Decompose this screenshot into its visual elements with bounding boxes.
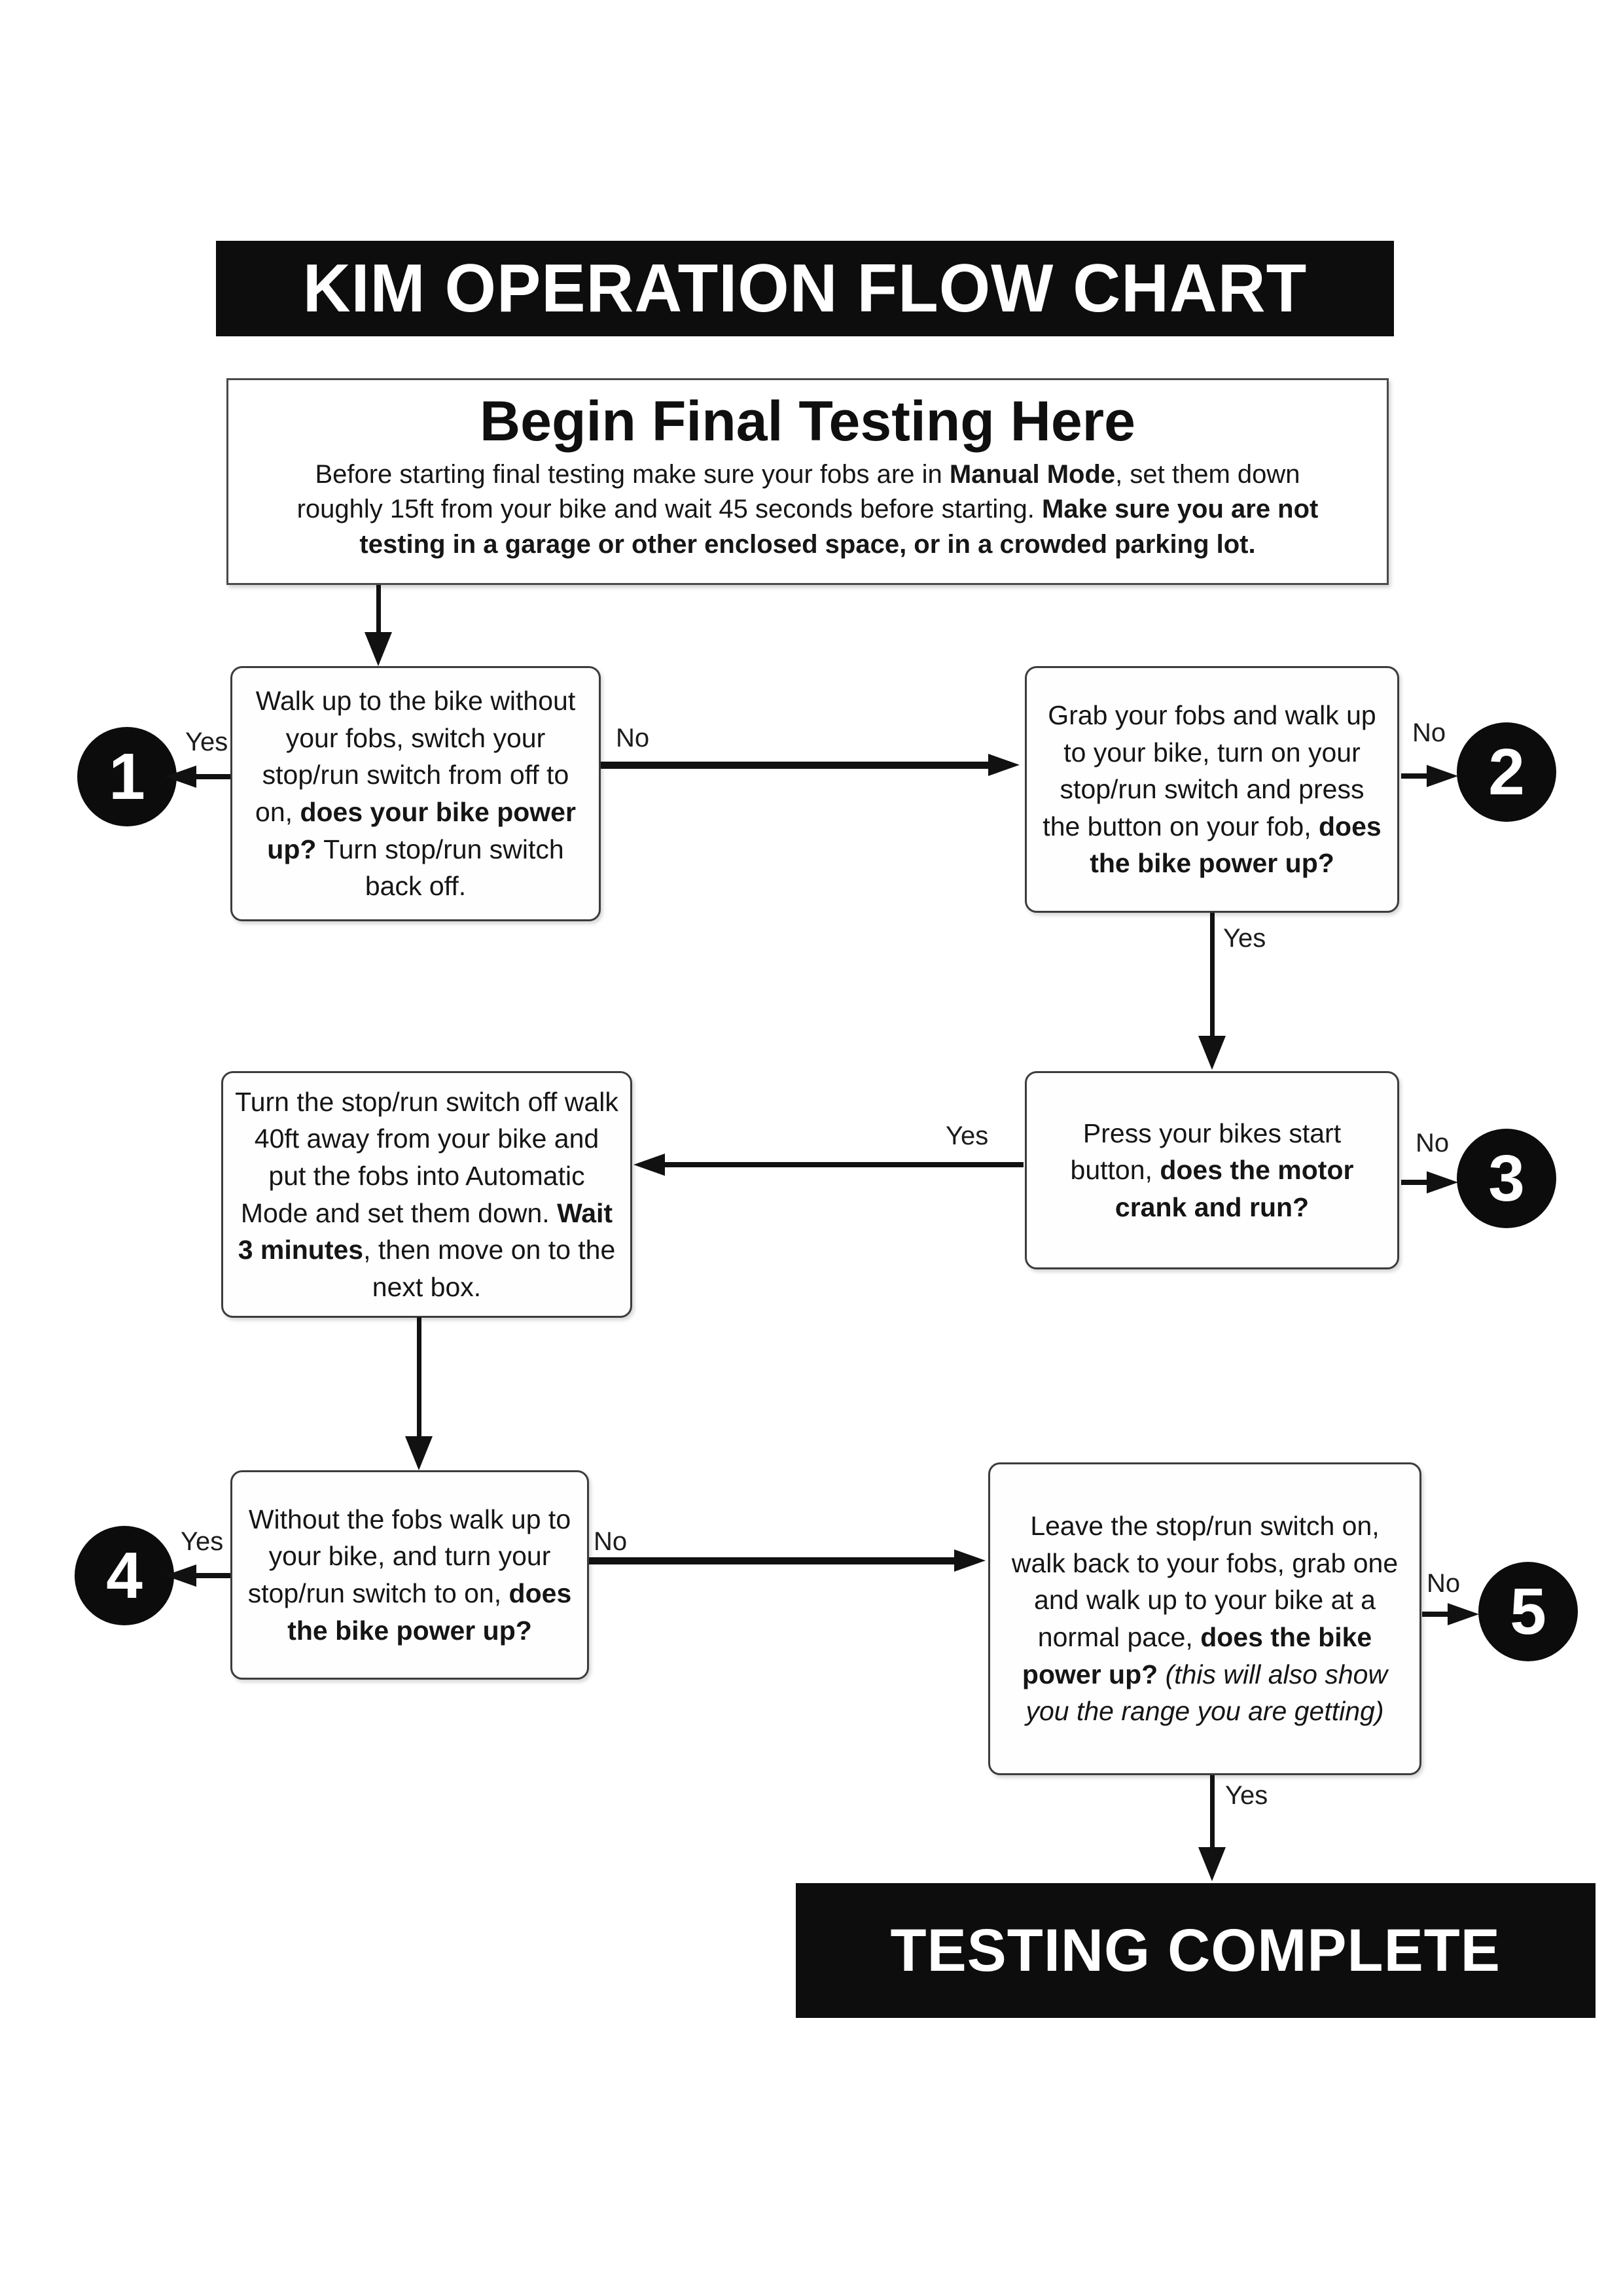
label-yes-2: Yes bbox=[1223, 924, 1266, 953]
node-press-start: Press your bikes start button, does the … bbox=[1025, 1071, 1399, 1269]
text-segment bbox=[1158, 1659, 1165, 1689]
text-segment-bold: does the bike power up? bbox=[287, 1578, 572, 1646]
arrow-withoutfobs-to-leave-shaft bbox=[589, 1557, 957, 1564]
start-node-heading: Begin Final Testing Here bbox=[480, 390, 1135, 453]
arrow-grab-to-2-head bbox=[1427, 765, 1458, 787]
arrow-walk-to-1-shaft bbox=[194, 774, 230, 779]
node-walk-without-fobs: Walk up to the bike without your fobs, s… bbox=[230, 666, 601, 921]
node-text: Grab your fobs and walk up to your bike,… bbox=[1039, 697, 1385, 882]
text-segment: , then move on to the next box. bbox=[363, 1235, 616, 1302]
label-no-1: No bbox=[616, 724, 650, 752]
node-leave-switch-on: Leave the stop/run switch on, walk back … bbox=[988, 1462, 1421, 1775]
text-segment-italic: (this will also show you the range you a… bbox=[1026, 1659, 1388, 1727]
arrow-walk-to-grab-shaft bbox=[601, 762, 991, 769]
arrow-turnoff-to-withoutfobs-shaft bbox=[417, 1317, 421, 1436]
label-no-2: No bbox=[1412, 718, 1446, 747]
start-node-text: Before starting final testing make sure … bbox=[277, 457, 1338, 562]
arrow-press-to-3-head bbox=[1427, 1171, 1458, 1193]
node-text: Press your bikes start button, does the … bbox=[1039, 1115, 1385, 1226]
text-segment-bold: Wait 3 minutes bbox=[238, 1197, 613, 1265]
endpoint-number: 5 bbox=[1510, 1574, 1546, 1648]
arrow-walk-to-1-head bbox=[165, 766, 196, 788]
node-without-fobs: Without the fobs walk up to your bike, a… bbox=[230, 1470, 589, 1680]
arrow-press-to-turnoff-head bbox=[633, 1154, 665, 1176]
text-segment: Grab your fobs and walk up to your bike,… bbox=[1043, 700, 1376, 841]
text-segment-bold: does the bike power up? bbox=[1090, 811, 1382, 879]
text-segment: , set them down roughly 15ft from your b… bbox=[296, 460, 1300, 524]
text-segment-bold: Manual Mode bbox=[949, 460, 1116, 489]
text-segment: Press your bikes start button, bbox=[1070, 1118, 1342, 1186]
text-segment: Turn stop/run switch back off. bbox=[316, 834, 564, 902]
label-no-5: No bbox=[1427, 1569, 1461, 1598]
endpoint-number: 4 bbox=[106, 1538, 143, 1612]
label-no-3: No bbox=[1416, 1129, 1450, 1157]
start-node: Begin Final Testing Here Before starting… bbox=[226, 378, 1389, 585]
arrow-press-to-3-shaft bbox=[1401, 1180, 1430, 1185]
label-yes-4: Yes bbox=[181, 1527, 224, 1556]
page-title: KIM OPERATION FLOW CHART bbox=[302, 250, 1308, 327]
endpoint-circle-3: 3 bbox=[1457, 1129, 1556, 1228]
arrow-start-to-walk-shaft bbox=[376, 585, 381, 633]
arrow-withoutfobs-to-4-shaft bbox=[194, 1573, 230, 1578]
text-segment: Before starting final testing make sure … bbox=[315, 460, 950, 489]
arrow-grab-to-press-head bbox=[1198, 1036, 1226, 1070]
label-yes-5: Yes bbox=[1225, 1781, 1268, 1810]
arrow-leave-to-complete-shaft bbox=[1210, 1775, 1215, 1847]
node-text: Without the fobs walk up to your bike, a… bbox=[244, 1501, 575, 1649]
node-turn-switch-off: Turn the stop/run switch off walk 40ft a… bbox=[221, 1071, 632, 1318]
endpoint-circle-2: 2 bbox=[1457, 722, 1556, 822]
text-segment-bold: Make sure you are not testing in a garag… bbox=[359, 495, 1319, 559]
endpoint-number: 3 bbox=[1488, 1141, 1525, 1215]
end-banner-text: TESTING COMPLETE bbox=[890, 1916, 1501, 1984]
text-segment: Walk up to the bike without your fobs, s… bbox=[255, 686, 576, 827]
arrow-walk-to-grab-head bbox=[988, 754, 1020, 776]
arrow-press-to-turnoff-shaft bbox=[662, 1162, 1024, 1167]
arrow-withoutfobs-to-4-head bbox=[165, 1564, 196, 1587]
endpoint-number: 1 bbox=[109, 739, 145, 813]
label-yes-1: Yes bbox=[185, 728, 228, 756]
end-banner: TESTING COMPLETE bbox=[796, 1883, 1596, 2018]
endpoint-number: 2 bbox=[1488, 735, 1525, 809]
arrow-grab-to-2-shaft bbox=[1401, 773, 1430, 779]
arrow-leave-to-complete-head bbox=[1198, 1847, 1226, 1881]
arrow-leave-to-5-shaft bbox=[1422, 1612, 1451, 1617]
title-bar: KIM OPERATION FLOW CHART bbox=[216, 241, 1394, 336]
text-segment-bold: does the bike power up? bbox=[1022, 1622, 1372, 1689]
label-no-4: No bbox=[594, 1527, 628, 1556]
text-segment: Leave the stop/run switch on, walk back … bbox=[1011, 1511, 1399, 1652]
label-yes-3: Yes bbox=[946, 1122, 989, 1150]
endpoint-circle-4: 4 bbox=[75, 1526, 174, 1625]
endpoint-circle-5: 5 bbox=[1478, 1562, 1578, 1661]
node-text: Turn the stop/run switch off walk 40ft a… bbox=[235, 1084, 618, 1305]
node-grab-fobs: Grab your fobs and walk up to your bike,… bbox=[1025, 666, 1399, 913]
text-segment-bold: does the motor crank and run? bbox=[1115, 1155, 1354, 1222]
arrow-withoutfobs-to-leave-head bbox=[954, 1549, 986, 1572]
text-segment-bold: does your bike power up? bbox=[267, 797, 576, 864]
text-segment: Turn the stop/run switch off walk 40ft a… bbox=[235, 1086, 618, 1228]
arrow-leave-to-5-head bbox=[1448, 1603, 1479, 1625]
arrow-turnoff-to-withoutfobs-head bbox=[405, 1436, 433, 1470]
node-text: Walk up to the bike without your fobs, s… bbox=[244, 682, 587, 904]
text-segment: Without the fobs walk up to your bike, a… bbox=[247, 1504, 571, 1608]
arrow-grab-to-press-shaft bbox=[1210, 913, 1215, 1036]
node-text: Leave the stop/run switch on, walk back … bbox=[1002, 1508, 1408, 1729]
arrow-start-to-walk-head bbox=[365, 632, 392, 666]
endpoint-circle-1: 1 bbox=[77, 727, 177, 826]
